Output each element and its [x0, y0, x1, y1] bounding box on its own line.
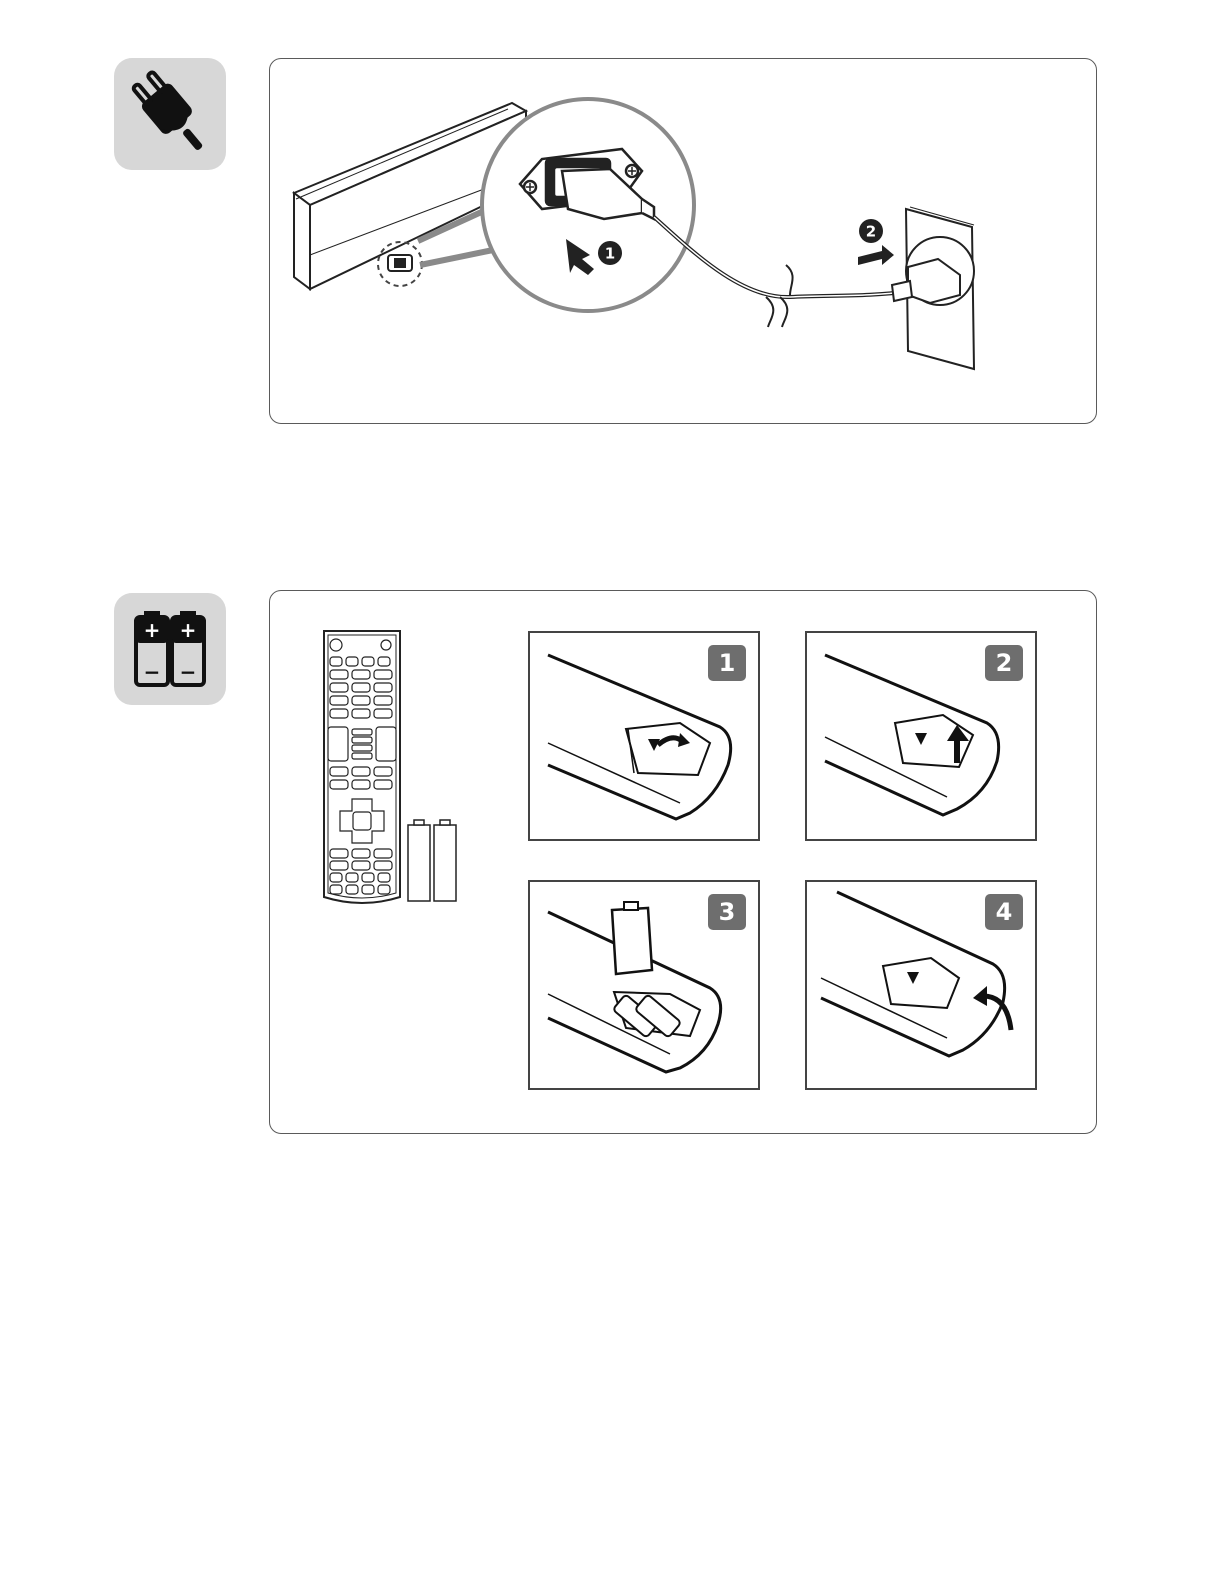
- remote-button: [330, 780, 348, 789]
- remote-button: [362, 657, 374, 666]
- remote-button: [378, 657, 390, 666]
- battery-minus-sign-left: −: [144, 660, 161, 684]
- remote-button: [374, 849, 392, 858]
- remote-button: [352, 745, 372, 751]
- battery-plus-sign-right: +: [180, 618, 197, 642]
- device-power-port: [378, 242, 422, 286]
- step-2-badge: 2: [985, 645, 1023, 681]
- power-connection-illustration: 1 2: [270, 59, 1098, 425]
- remote-button: [352, 737, 372, 743]
- remote-button: [374, 709, 392, 718]
- remote-button: [330, 885, 342, 894]
- battery-minus-sign-right: −: [180, 660, 197, 684]
- remote-button: [330, 696, 348, 705]
- remote-button: [374, 767, 392, 776]
- remote-button: [362, 873, 374, 882]
- power-plug-icon: [114, 58, 226, 170]
- batteries-icon-tile: + + − −: [114, 593, 226, 705]
- remote-button: [346, 873, 358, 882]
- remote-button: [330, 657, 342, 666]
- step-4-frame: 4: [805, 880, 1037, 1090]
- remote-button: [353, 812, 371, 830]
- battery-plus-sign-left: +: [144, 618, 161, 642]
- power-connection-panel: 1 2: [269, 58, 1097, 424]
- remote-button: [374, 861, 392, 870]
- aaa-batteries: [408, 820, 456, 901]
- remote-button: [352, 753, 372, 759]
- remote-button: [352, 729, 372, 735]
- remote-button: [328, 727, 348, 761]
- callout-1: 1: [605, 245, 615, 263]
- step-1-frame: 1: [528, 631, 760, 841]
- remote-button: [352, 683, 370, 692]
- callout-2: 2: [866, 223, 876, 241]
- batteries-icon: + + − −: [114, 593, 226, 705]
- step-3-badge: 3: [708, 894, 746, 930]
- power-plug-icon-tile: [114, 58, 226, 170]
- wall-outlet: [892, 207, 974, 369]
- remote-button: [374, 670, 392, 679]
- remote-button: [381, 640, 391, 650]
- remote-button: [346, 657, 358, 666]
- remote-button: [346, 885, 358, 894]
- remote-button: [352, 780, 370, 789]
- remote-button: [352, 767, 370, 776]
- remote-button: [374, 683, 392, 692]
- step-2-frame: 2: [805, 631, 1037, 841]
- remote-button: [330, 683, 348, 692]
- remote-button: [330, 861, 348, 870]
- remote-button: [362, 885, 374, 894]
- remote-button: [374, 780, 392, 789]
- remote-button: [352, 696, 370, 705]
- remote-button: [374, 696, 392, 705]
- remote-button: [330, 670, 348, 679]
- battery-installation-panel: 1 2 3: [269, 590, 1097, 1134]
- remote-button: [352, 709, 370, 718]
- remote-button: [378, 873, 390, 882]
- step-1-badge: 1: [708, 645, 746, 681]
- step-4-badge: 4: [985, 894, 1023, 930]
- step-2-arrow: 2: [858, 219, 894, 265]
- remote-button: [330, 709, 348, 718]
- remote-button: [352, 670, 370, 679]
- step-3-frame: 3: [528, 880, 760, 1090]
- remote-button: [330, 873, 342, 882]
- remote-button: [352, 849, 370, 858]
- remote-button: [330, 767, 348, 776]
- remote-button: [330, 639, 342, 651]
- remote-button: [352, 861, 370, 870]
- remote-button: [376, 727, 396, 761]
- remote-and-batteries-illustration: [320, 627, 520, 927]
- remote-button: [330, 849, 348, 858]
- remote-button: [378, 885, 390, 894]
